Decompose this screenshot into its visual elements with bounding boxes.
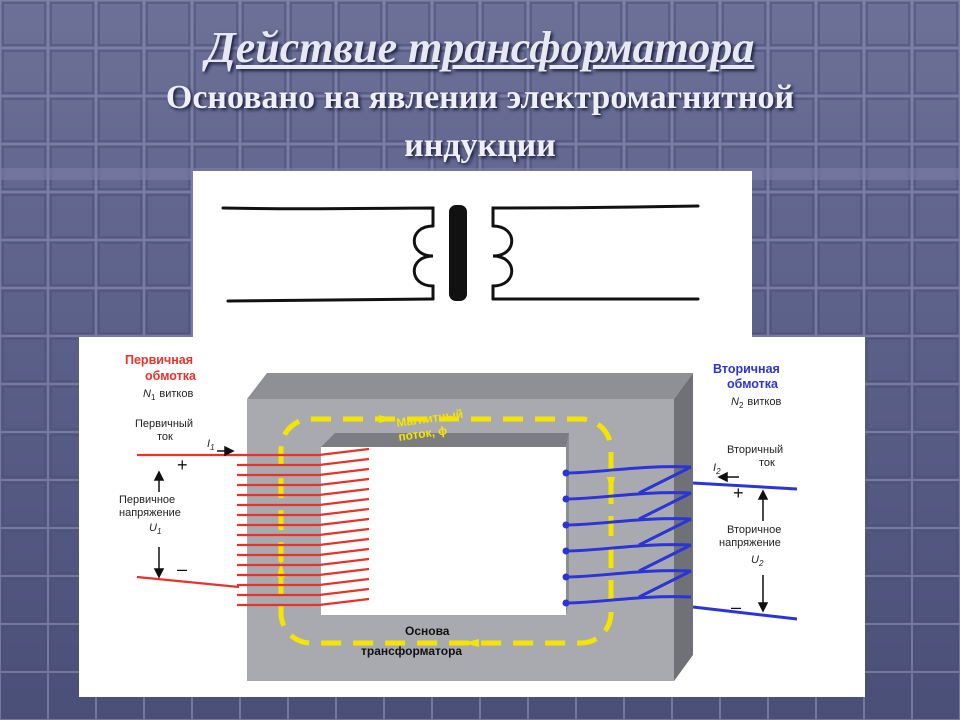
secondary-minus: – bbox=[731, 597, 741, 617]
primary-voltage-arrow-up bbox=[153, 470, 165, 481]
secondary-voltage-symbol: U2 bbox=[751, 554, 764, 568]
secondary-voltage-line-1: Вторичное bbox=[727, 524, 781, 536]
primary-turns-subscript: 1 bbox=[151, 393, 156, 402]
primary-current-arrow bbox=[224, 445, 235, 457]
core-line-2: трансформатора bbox=[361, 644, 462, 658]
core-label: Основа трансформатора bbox=[361, 624, 462, 658]
flux-arrow-left bbox=[277, 561, 285, 577]
primary-winding-coils bbox=[136, 447, 370, 607]
slide-title: Действие трансформатора bbox=[205, 23, 755, 72]
subtitle-line-2: индукции bbox=[404, 127, 556, 164]
slide-subtitle: Основано на явлении электромагнитной инд… bbox=[60, 74, 900, 170]
secondary-current-line-2: ток bbox=[759, 457, 775, 469]
core-window-depth bbox=[321, 433, 569, 447]
primary-current-line-1: Первичный bbox=[135, 418, 193, 430]
primary-turns-word: витков bbox=[159, 388, 193, 400]
secondary-current-line-1: Вторичный bbox=[727, 444, 783, 456]
core-window bbox=[335, 447, 566, 599]
core-line-1: Основа bbox=[405, 624, 450, 638]
primary-current-symbol: I1 bbox=[207, 438, 215, 452]
flux-arrow-top bbox=[379, 415, 395, 423]
secondary-winding-coils bbox=[565, 465, 798, 621]
primary-minus: – bbox=[177, 559, 187, 579]
voltage-arrows bbox=[153, 445, 769, 613]
primary-voltage-line-2: напряжение bbox=[119, 507, 181, 519]
secondary-turns-symbol: N bbox=[731, 396, 739, 408]
secondary-turns-word: витков bbox=[747, 396, 781, 408]
primary-plus: + bbox=[177, 455, 188, 475]
primary-current-label: Первичный ток bbox=[135, 418, 193, 443]
symbol-primary-bottom-lead bbox=[226, 297, 435, 303]
symbol-secondary-coil bbox=[491, 224, 514, 301]
flux-arrow-bottom bbox=[463, 639, 479, 647]
flux-arrow-right bbox=[607, 477, 615, 493]
secondary-current-symbol: I2 bbox=[713, 462, 721, 476]
primary-voltage-label: Первичное напряжение bbox=[119, 494, 181, 519]
secondary-current-label: Вторичный ток bbox=[727, 444, 783, 469]
core-top-face bbox=[247, 373, 693, 399]
primary-current-line-2: ток bbox=[157, 431, 173, 443]
primary-turns-symbol: N bbox=[143, 388, 151, 400]
polarity-signs: + – + – bbox=[177, 455, 744, 617]
primary-voltage-line-1: Первичное bbox=[119, 494, 175, 506]
secondary-turns-subscript: 2 bbox=[739, 401, 744, 410]
secondary-voltage-label: Вторичное напряжение bbox=[719, 524, 781, 549]
primary-winding-line-1: Первичная bbox=[125, 353, 193, 367]
core-side-face bbox=[674, 373, 693, 681]
primary-winding-label: Первичная обмотка bbox=[125, 353, 197, 383]
secondary-voltage-line-2: напряжение bbox=[719, 537, 781, 549]
subtitle-line-1: Основано на явлении электромагнитной bbox=[165, 79, 795, 116]
secondary-coil-dots bbox=[562, 469, 570, 607]
flux-line-2: поток, ϕ bbox=[397, 423, 447, 444]
secondary-current-arrow bbox=[717, 471, 728, 483]
flux-arrows bbox=[277, 415, 615, 647]
primary-voltage-arrow-down bbox=[153, 568, 165, 579]
symbol-primary-coil bbox=[412, 224, 435, 301]
secondary-winding-line-2: обмотка bbox=[727, 377, 779, 391]
symbol-primary-top-lead bbox=[221, 206, 435, 228]
primary-voltage-symbol: U1 bbox=[149, 522, 161, 536]
secondary-voltage-arrow-up bbox=[757, 489, 769, 500]
flux-path bbox=[278, 416, 614, 646]
secondary-plus: + bbox=[733, 483, 744, 503]
secondary-voltage-arrow-down bbox=[757, 602, 769, 613]
symbol-secondary-top-lead bbox=[491, 204, 700, 228]
transformer-symbol bbox=[193, 171, 752, 339]
symbol-core bbox=[449, 205, 467, 301]
secondary-winding-label: Вторичная обмотка bbox=[713, 362, 780, 391]
primary-winding-line-2: обмотка bbox=[145, 369, 197, 383]
secondary-winding-line-1: Вторичная bbox=[713, 362, 780, 376]
